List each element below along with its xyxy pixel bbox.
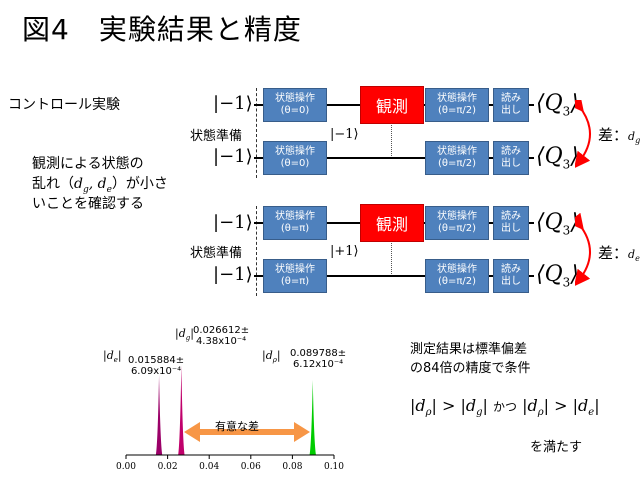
x-tick-label: 0.02	[158, 462, 178, 472]
inequality: |dρ| > |dg| かつ |dρ| > |de|	[410, 396, 600, 419]
difference-arrows	[575, 100, 591, 287]
wire-2b	[254, 275, 534, 277]
q3-output-2b: ⟨Q3⟩	[536, 262, 579, 290]
measure-link-2	[391, 240, 392, 274]
q3-output-1b: ⟨Q3⟩	[536, 144, 579, 172]
conclusion-line-3: を満たす	[530, 440, 583, 455]
state-op-gate: 状態操作(θ=π/2)	[425, 206, 489, 240]
arrow-head-right	[294, 422, 310, 442]
description-line-1: 観測による状態の	[32, 156, 144, 172]
annotation-significant: 有意な差	[215, 420, 259, 433]
state-op-gate: 状態操作(θ=π)	[263, 259, 327, 293]
ket-minus1-c: |−1⟩	[213, 212, 253, 233]
x-tick-label: 0.04	[199, 462, 219, 472]
state-op-gate: 状態操作(θ=π)	[263, 206, 327, 240]
value-de: 0.015884±6.09x10⁻⁴	[128, 355, 185, 377]
state-op-gate: 状態操作(θ=0)	[263, 88, 327, 122]
state-op-gate: 状態操作(θ=0)	[263, 141, 327, 175]
label-dg: |dg|	[175, 327, 194, 343]
q3-output-1a: ⟨Q3⟩	[536, 91, 579, 119]
diff-de-label: 差：de	[598, 244, 640, 264]
prep-divider-1	[256, 88, 257, 178]
page-title: 図4 実験結果と精度	[22, 13, 302, 46]
prep-divider-2	[256, 206, 257, 296]
arrow-head-left	[184, 422, 200, 442]
histogram-peak	[309, 380, 316, 455]
histogram-peaks	[155, 365, 316, 455]
observe-box: 観測	[360, 204, 424, 242]
control-experiment-label: コントロール実験	[8, 97, 120, 113]
arrow-de	[575, 212, 591, 287]
description-line-2: 乱れ（dg, de）が小さ	[32, 176, 168, 195]
histogram-peak	[155, 375, 163, 455]
state-op-gate: 状態操作(θ=π/2)	[425, 141, 489, 175]
description-line-3: いことを確認する	[32, 196, 144, 212]
readout-gate: 読み出し	[493, 206, 529, 240]
x-tick-label: 0.00	[116, 462, 136, 472]
conclusion-line-2: の84倍の精度で条件	[410, 361, 531, 376]
arrow-dg	[575, 100, 591, 169]
label-de: |de|	[103, 349, 122, 365]
ket-minus1-d: |−1⟩	[213, 264, 253, 285]
x-ticks: 0.00 0.02 0.04 0.06 0.08 0.10	[116, 455, 344, 472]
histogram-chart: 0.00 0.02 0.04 0.06 0.08 0.10	[116, 365, 344, 472]
value-drho: 0.089788±6.12x10⁻⁴	[290, 348, 347, 370]
x-tick-label: 0.10	[324, 462, 344, 472]
q3-output-2a: ⟨Q3⟩	[536, 210, 579, 238]
ket-plus1-mid: |+1⟩	[330, 244, 359, 259]
ket-minus1-b: |−1⟩	[213, 146, 253, 167]
x-tick-label: 0.06	[241, 462, 261, 472]
state-op-gate: 状態操作(θ=π/2)	[425, 259, 489, 293]
state-op-gate: 状態操作(θ=π/2)	[425, 88, 489, 122]
histogram-peak	[178, 365, 185, 455]
readout-gate: 読み出し	[493, 259, 529, 293]
observe-box: 観測	[360, 86, 424, 124]
wire-1b	[254, 157, 534, 159]
state-prep-label-2: 状態準備	[190, 246, 243, 261]
state-prep-label-1: 状態準備	[190, 129, 243, 144]
conclusion-line-1: 測定結果は標準偏差	[410, 342, 528, 357]
x-tick-label: 0.08	[282, 462, 302, 472]
value-dg: 0.026612±4.38x10⁻⁴	[193, 325, 250, 347]
label-drho: |dρ|	[262, 349, 281, 365]
diff-dg-label: 差：dg	[598, 126, 640, 146]
readout-gate: 読み出し	[493, 88, 529, 122]
ket-minus1-a: |−1⟩	[213, 93, 253, 114]
measure-link-1	[391, 122, 392, 156]
ket-minus1-mid: |−1⟩	[330, 127, 359, 142]
readout-gate: 読み出し	[493, 141, 529, 175]
